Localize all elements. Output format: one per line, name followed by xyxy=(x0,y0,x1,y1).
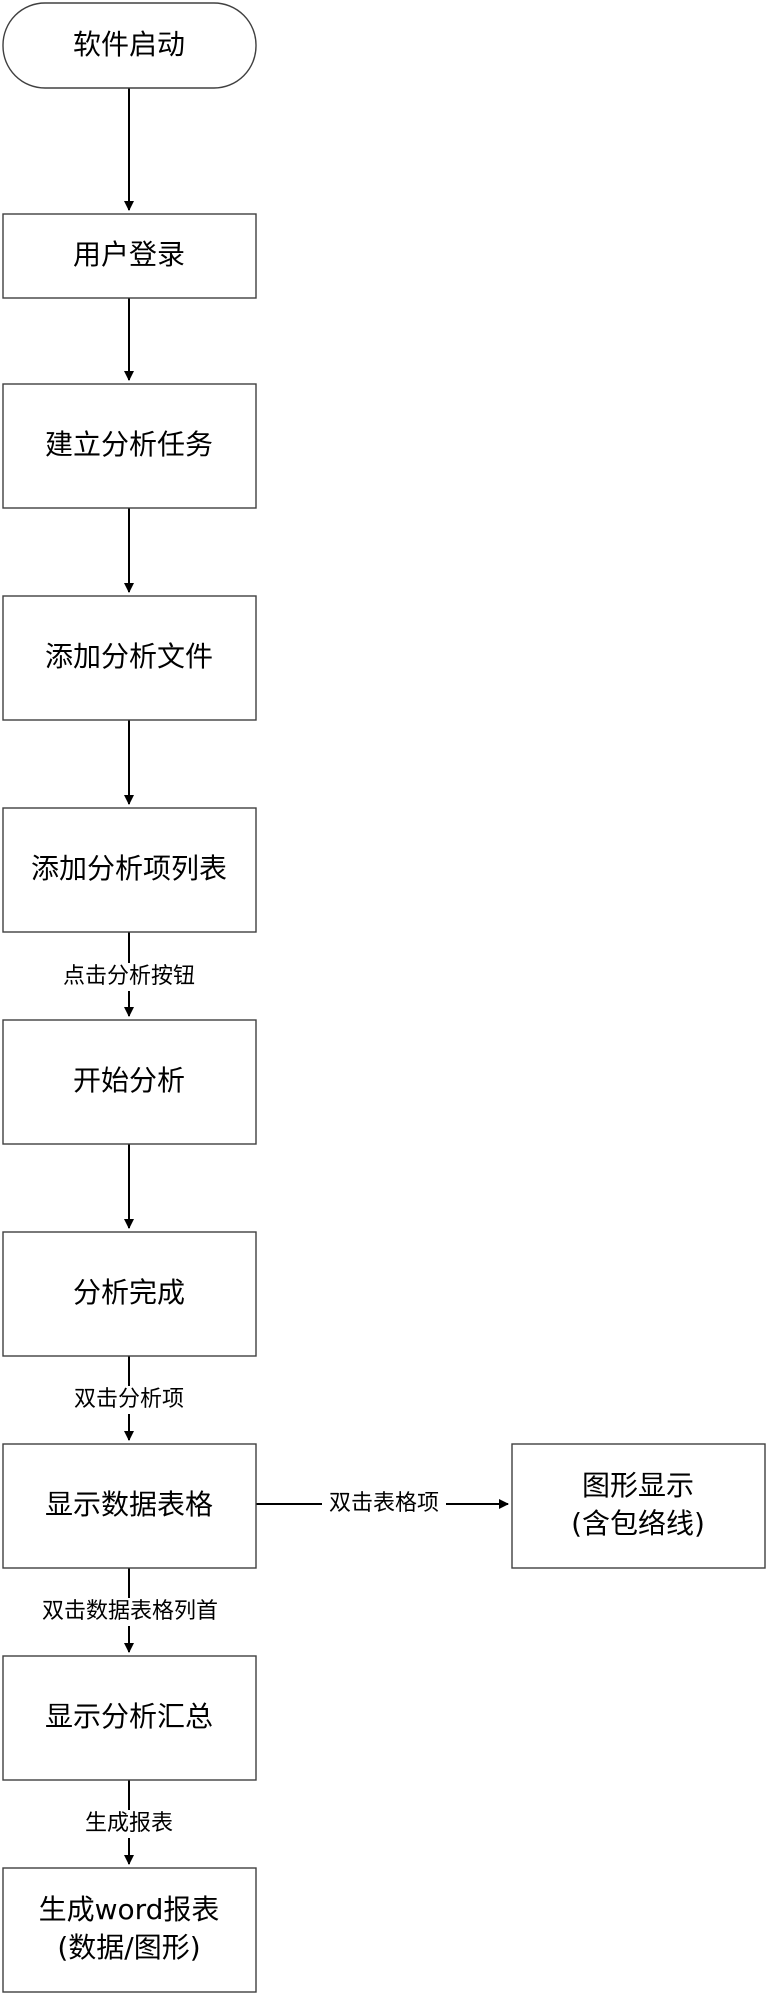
edge-label-dblclick-table-item-text: 双击表格项 xyxy=(329,1491,439,1516)
node-start: 软件启动 xyxy=(2,2,257,89)
node-add-items: 添加分析项列表 xyxy=(2,807,257,933)
node-analysis-done: 分析完成 xyxy=(2,1231,257,1357)
node-login: 用户登录 xyxy=(2,213,257,299)
node-start-analysis: 开始分析 xyxy=(2,1019,257,1145)
node-start-label: 软件启动 xyxy=(73,28,185,61)
node-analysis-done-label: 分析完成 xyxy=(73,1276,185,1309)
node-gen-report-label-line2: (数据/图形) xyxy=(57,1931,200,1964)
node-graph-display-label-line1: 图形显示 xyxy=(582,1469,694,1502)
node-show-summary: 显示分析汇总 xyxy=(2,1655,257,1781)
edge-label-gen-report: 生成报表 xyxy=(78,1810,180,1838)
node-gen-report: 生成word报表 (数据/图形) xyxy=(2,1867,257,1993)
edge-label-click-analyze: 点击分析按钮 xyxy=(56,963,202,991)
node-show-table: 显示数据表格 xyxy=(2,1443,257,1569)
edge-label-dblclick-col-header-text: 双击数据表格列首 xyxy=(42,1599,218,1624)
edge-label-dblclick-table-item: 双击表格项 xyxy=(322,1490,446,1518)
node-login-label: 用户登录 xyxy=(73,238,185,271)
node-start-analysis-label: 开始分析 xyxy=(73,1064,185,1097)
node-create-task: 建立分析任务 xyxy=(2,383,257,509)
node-add-file: 添加分析文件 xyxy=(2,595,257,721)
edge-label-dblclick-item-text: 双击分析项 xyxy=(74,1387,184,1412)
edge-label-gen-report-text: 生成报表 xyxy=(85,1811,173,1836)
node-graph-display-label-line2: (含包络线) xyxy=(571,1507,705,1540)
node-add-file-label: 添加分析文件 xyxy=(45,640,213,673)
node-gen-report-label-line1: 生成word报表 xyxy=(39,1893,220,1926)
node-create-task-label: 建立分析任务 xyxy=(45,428,213,461)
edge-label-click-analyze-text: 点击分析按钮 xyxy=(63,964,195,989)
edge-label-dblclick-col-header: 双击数据表格列首 xyxy=(32,1598,228,1626)
node-show-summary-label: 显示分析汇总 xyxy=(45,1700,213,1733)
node-add-items-label: 添加分析项列表 xyxy=(31,852,227,885)
node-show-table-label: 显示数据表格 xyxy=(45,1488,213,1521)
edge-label-dblclick-item: 双击分析项 xyxy=(68,1386,190,1414)
node-graph-display: 图形显示 (含包络线) xyxy=(511,1443,766,1569)
